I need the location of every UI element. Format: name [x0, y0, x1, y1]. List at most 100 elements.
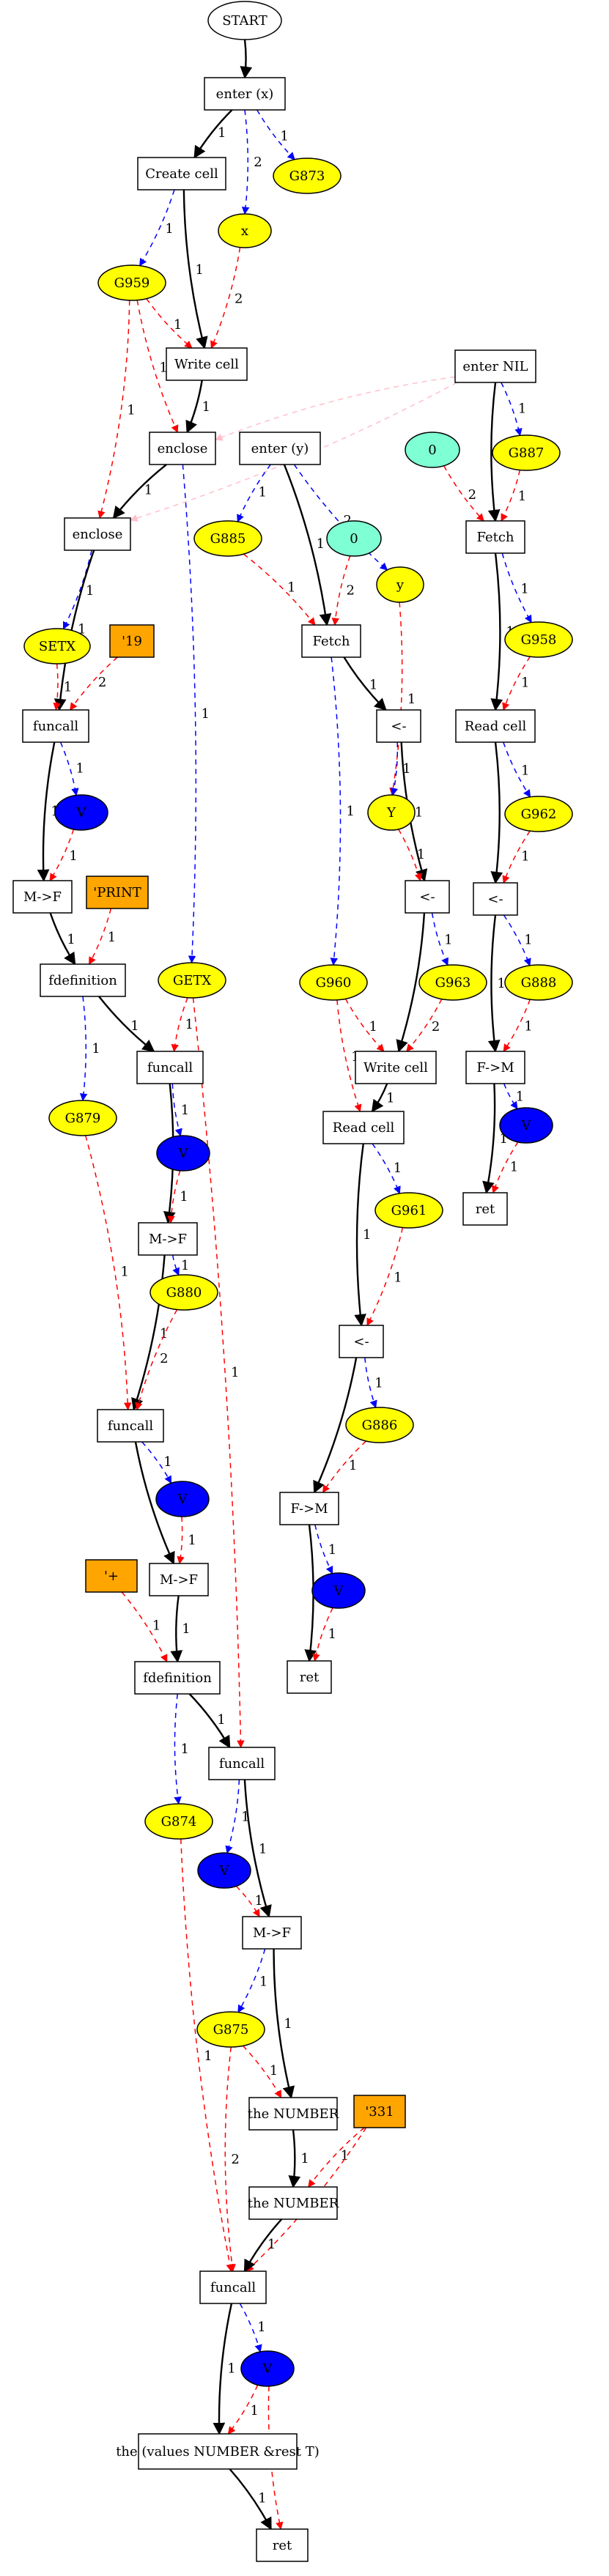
edge-mf-2-to-g880	[171, 1254, 180, 1276]
node-v-6-label: V	[219, 1863, 230, 1879]
edge-getx-to-funcall-2	[171, 997, 188, 1053]
edge-mf-4-to-the-number-1	[273, 1948, 295, 2099]
node-g885-label: G885	[210, 531, 246, 547]
node-the-values-label: the (values NUMBER &rest T)	[116, 2444, 320, 2460]
node-the-number-1-shape	[248, 2097, 338, 2131]
node-v-5: V	[311, 1572, 366, 1609]
node-mf-2-label: M->F	[149, 1232, 187, 1247]
edge-enclose-1-to-getx	[182, 464, 197, 964]
edge-arrow-4-to-g888	[503, 914, 531, 966]
node-g888-shape	[504, 964, 573, 1001]
node-g873-shape	[273, 158, 342, 194]
edge-read-cell-2-to-g962	[503, 741, 531, 798]
edge-fdef-2-to-funcall-4	[188, 1693, 231, 1749]
edge-label-getx-to-funcall-2: 1	[185, 1017, 193, 1032]
node-enter-nil: enter NIL	[454, 349, 536, 383]
node-mf-1: M->F	[12, 880, 73, 914]
node-g886-shape	[345, 1407, 414, 1443]
node-funcall-3-label: funcall	[108, 1418, 153, 1434]
node-g958-shape	[504, 621, 573, 658]
node-g960: G960	[299, 964, 368, 1001]
node-getx-shape	[158, 962, 226, 999]
edge-label-enter-y-to-fetch-2: 1	[317, 536, 325, 552]
edge-g887-to-fetch-1	[501, 470, 521, 522]
node-write-cell-2-shape	[355, 1051, 437, 1084]
edge-funcall-2-to-v-2	[171, 1083, 182, 1137]
node-g885-shape	[193, 520, 262, 557]
edge-the-number-2-to-funcall-5	[243, 2218, 283, 2273]
edge-label-v-1-to-mf-1: 1	[69, 848, 77, 864]
node-g959-label: G959	[114, 275, 150, 291]
node-y-blue-1-shape	[367, 794, 416, 831]
edge-fdef-2-to-g874	[174, 1693, 182, 1805]
node-funcall-1-label: funcall	[33, 719, 78, 734]
node-v-2-shape	[156, 1135, 210, 1172]
edge-g874-to-funcall-5	[180, 1838, 234, 2273]
node-fdef-1-label: fdefinition	[48, 973, 117, 988]
node-zero-2: 0	[326, 520, 382, 557]
node-funcall-1-shape	[22, 709, 89, 743]
node-v-7-shape	[240, 2350, 295, 2387]
node-g885: G885	[193, 520, 262, 557]
node-funcall-2-label: funcall	[147, 1060, 193, 1076]
edge-label-q331-to-the-number-2: 1	[341, 2148, 349, 2164]
edge-g959-to-enclose-2	[97, 300, 130, 519]
node-y-blue-1-label: Y	[386, 805, 396, 821]
node-ret-2-shape	[462, 1192, 508, 1226]
edge-funcall-3-to-mf-3	[134, 1441, 175, 1565]
node-g880: G880	[150, 1274, 218, 1311]
edge-label-g958-to-read-cell-2: 1	[521, 676, 529, 691]
edge-label-arrow-2-to-g963: 1	[444, 932, 452, 947]
node-funcall-5-shape	[199, 2270, 267, 2304]
node-create-cell-label: Create cell	[145, 166, 218, 182]
node-g880-label: G880	[166, 1285, 202, 1300]
node-enter-x-label: enter (x)	[216, 86, 274, 102]
node-v-6-shape	[197, 1852, 251, 1889]
edge-label-v-6-to-mf-4: 1	[255, 1893, 263, 1909]
edge-label-g886-to-fm-1: 1	[349, 1458, 357, 1473]
edge-g962-to-arrow-4	[502, 830, 531, 884]
node-v-1-shape	[54, 794, 108, 831]
node-g960-label: G960	[316, 975, 352, 991]
edge-enclose-1-to-enclose-2	[112, 464, 167, 519]
edge-label-mf-4-to-the-number-1: 1	[284, 2016, 292, 2032]
edge-g888-to-fm-2	[503, 999, 531, 1052]
node-the-number-2-shape	[248, 2186, 338, 2220]
node-write-cell-2: Write cell	[355, 1051, 437, 1084]
edge-g960-to-write-cell-2	[344, 999, 385, 1052]
edge-label-the-values-to-ret-3: 1	[258, 2490, 266, 2506]
node-mf-4-label: M->F	[253, 1925, 291, 1941]
edge-label-setx-to-funcall-1: 1	[64, 680, 72, 695]
edge-label-g887-to-fetch-1: 1	[518, 489, 526, 504]
node-zero-2-label: 0	[350, 531, 358, 547]
edge-g875-to-the-number-1	[243, 2045, 282, 2098]
edge-label-enclose-2-to-setx: 1	[86, 583, 94, 599]
node-q19-label: '19	[122, 634, 142, 649]
edge-label-enter-x-to-create-cell: 1	[218, 125, 226, 141]
node-g873: G873	[273, 158, 342, 194]
edge-fm-1-to-v-5	[314, 1524, 333, 1574]
edge-label-fdef-2-to-funcall-4: 1	[217, 1712, 225, 1728]
node-arrow-3: <-	[339, 1325, 384, 1358]
edge-funcall-4-to-v-6	[225, 1779, 240, 1854]
edge-label-mf-2-to-g880: 1	[181, 1258, 189, 1273]
edge-label-mf-1-to-fdef-1: 1	[67, 932, 75, 947]
node-v-3-shape	[155, 1481, 210, 1517]
node-g962-shape	[504, 796, 573, 832]
node-mf-3: M->F	[149, 1563, 209, 1596]
edge-label-read-cell-1-to-g961: 1	[394, 1161, 402, 1176]
node-g958-label: G958	[521, 632, 557, 648]
edge-enclose-2-to-funcall-1	[53, 549, 95, 711]
edge-label-x-to-write-cell-1: 2	[235, 291, 243, 306]
edge-arrow-3-to-fm-1	[313, 1357, 358, 1494]
edge-qplus-to-fdef-2	[121, 1591, 168, 1662]
edge-label-v-2-to-mf-2: 1	[180, 1189, 188, 1204]
edge-label-arrow-1-to-arrow-2: 1	[415, 804, 423, 820]
edge-g961-to-arrow-3	[366, 1227, 404, 1326]
edge-v-6-to-mf-4	[235, 1885, 260, 1917]
node-v-3-label: V	[177, 1492, 188, 1507]
edge-label-create-cell-to-write-cell-1: 1	[196, 262, 204, 278]
node-g879-shape	[48, 1100, 117, 1136]
edge-label-enter-y-to-g885: 1	[258, 485, 266, 500]
node-fetch-2-label: Fetch	[312, 634, 350, 649]
